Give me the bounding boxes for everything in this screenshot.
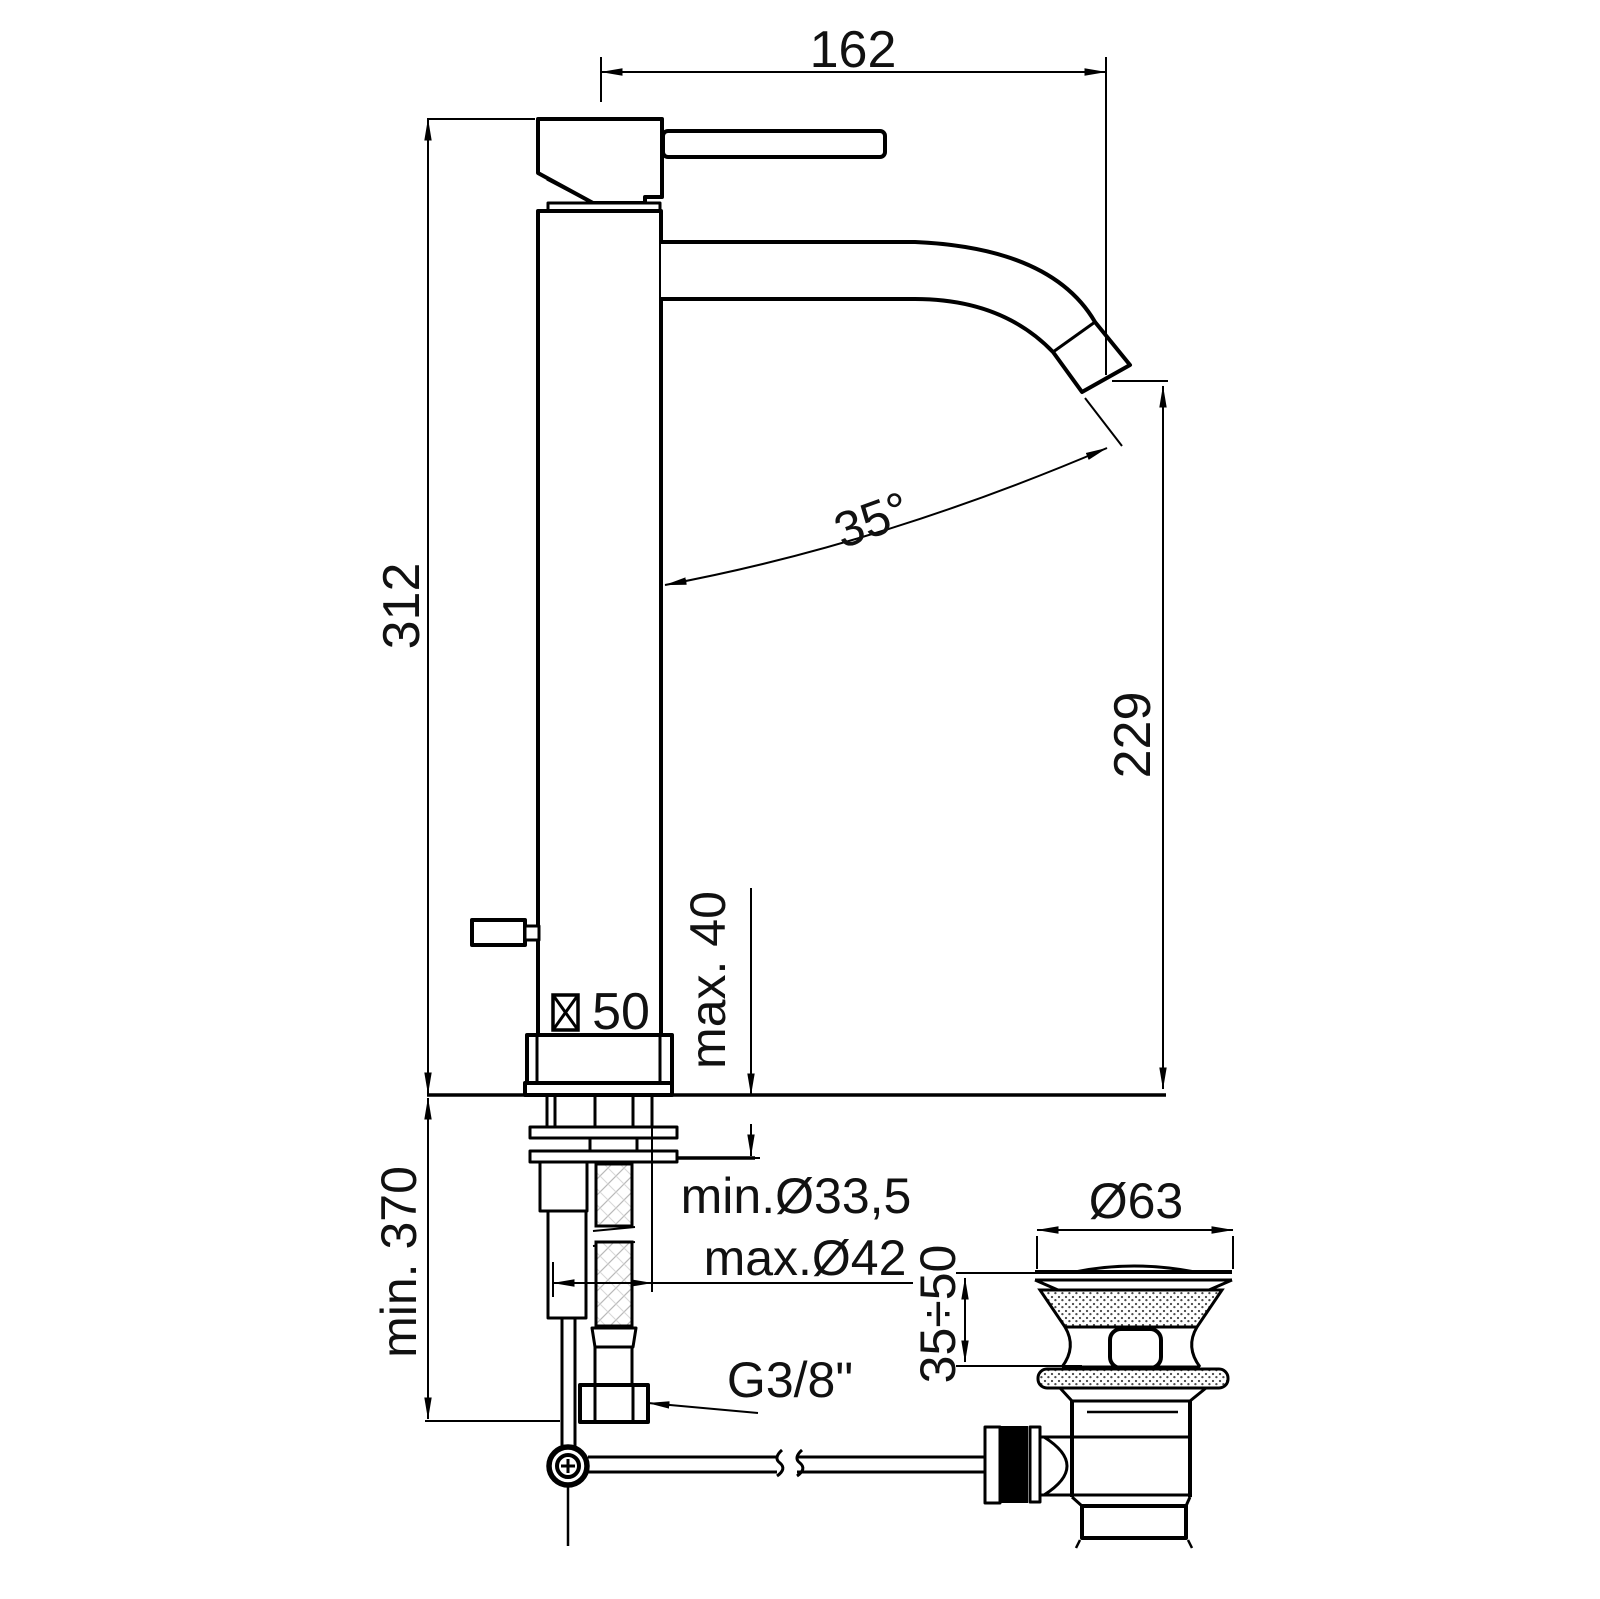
mixer-cartridge-head [536,117,664,205]
tail-taper-l [1070,1495,1084,1508]
thread-tick-r [1186,1539,1194,1549]
dimension-annotations: 162 312 35° 229 max. 40 50 min. 370 [371,21,1234,1422]
dim-label-deck-thickness: max. 40 [680,891,736,1069]
popup-rod-tube [546,1209,588,1320]
horseshoe-washer-2 [528,1149,679,1164]
angle-arc-35 [664,447,1108,586]
band-taper-l [1058,1386,1074,1403]
popup-knob [470,918,527,947]
mounting-nut [588,1136,639,1153]
lever-handle [661,129,887,159]
spout-axis-extension [1084,397,1123,447]
hose-collar [590,1326,638,1349]
threaded-tailpiece [1080,1504,1188,1540]
hose-break-edge-1 [592,1226,636,1232]
dim-label-spout-reach: 162 [810,21,897,79]
leader-g38 [647,1401,759,1414]
port-knurled-nut [999,1426,1028,1503]
rod-break-1 [775,1448,785,1478]
column-body [536,209,663,1037]
dim-label-body-section: 50 [592,983,650,1041]
waste-waist-l [1060,1326,1072,1368]
dim-label-hole-max: max.Ø42 [704,1230,907,1286]
popup-knob-stem [523,924,541,942]
base-ring [525,1033,674,1085]
port-washer [983,1425,1002,1505]
dim-label-supply-thread: G3/8" [727,1352,853,1408]
popup-rod-housing [538,1160,589,1213]
dim-label-waste-diameter: Ø63 [1089,1173,1184,1229]
spout [661,240,1132,394]
waste-knurl-band [1036,1367,1230,1390]
square-section-symbol [551,993,580,1032]
supply-hose-upper [594,1162,634,1228]
cap-taper-l [1034,1278,1059,1292]
side-port-curve [1043,1435,1069,1497]
dim-label-angle: 35° [827,481,917,559]
thread-tick-l [1074,1539,1082,1549]
deck-flange [523,1081,674,1097]
dim-label-clearance: min. 370 [371,1166,427,1358]
head-seam-line [546,177,592,204]
dim-label-waste-adjust: 35÷50 [910,1245,966,1384]
dim-label-height: 312 [373,563,431,650]
popup-waste-assembly [983,1264,1233,1549]
cap-taper-r [1208,1278,1233,1292]
horseshoe-washer-1 [528,1125,679,1140]
aerator-seam [1052,320,1096,354]
hose-connection-nut [578,1383,650,1424]
band-taper-r [1189,1386,1207,1403]
dim-label-spout-height: 229 [1104,692,1162,779]
waste-waist-r [1190,1326,1202,1368]
waste-window [1108,1327,1163,1370]
waste-cap-dome [1074,1264,1196,1274]
hose-neck [593,1345,634,1387]
dim-label-hole-min: min.Ø33,5 [681,1168,912,1224]
waste-knurl-trapezoid [1037,1288,1225,1329]
port-nut-ring [1028,1425,1042,1504]
faucet-body [470,117,1132,1097]
